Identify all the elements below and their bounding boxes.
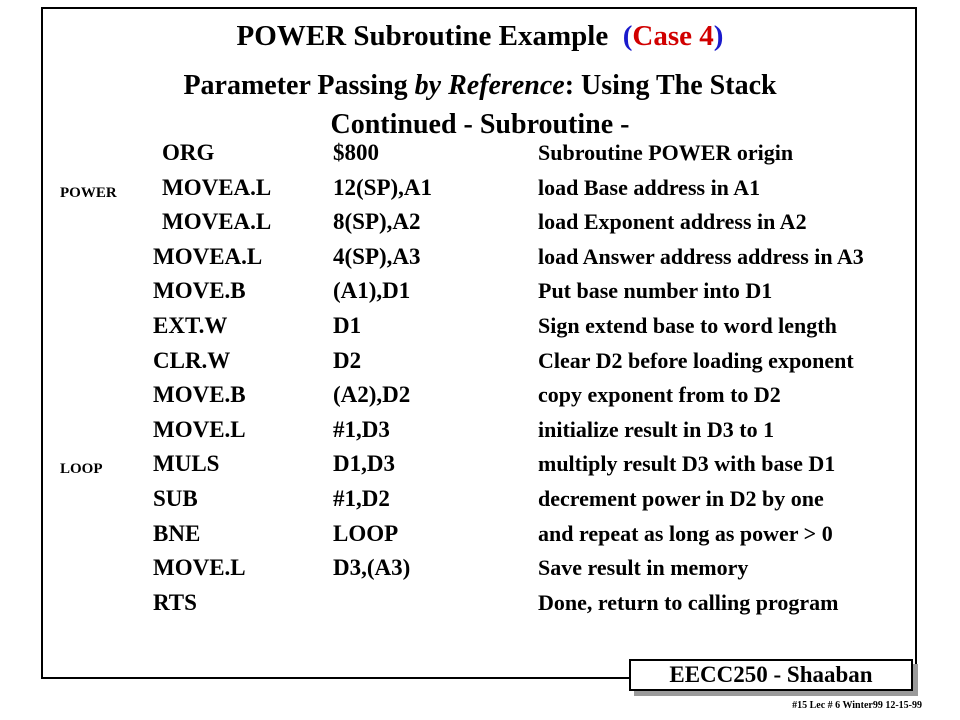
code-operand: D1 — [333, 313, 362, 338]
case-label: Case 4 — [632, 20, 714, 52]
code-comment: Done, return to calling program — [538, 589, 839, 615]
code-instruction: MOVE.B — [153, 382, 246, 408]
code-operand: $800 — [333, 140, 379, 165]
code-operand: #1,D2 — [333, 486, 390, 511]
code-comment: Subroutine POWER origin — [538, 140, 794, 165]
code-comment: multiply result D3 with base D1 — [538, 451, 836, 477]
code-line: MOVEA.L 8(SP),A2 load Exponent address in … — [0, 209, 960, 243]
code-line: MOVE.L #1,D3 initialize result in D3 to 1 — [0, 417, 960, 451]
code-line: ORG $800 Subroutine POWER origin — [0, 140, 960, 174]
code-comment: copy exponent from to D2 — [538, 382, 781, 408]
code-operand: 4(SP),A3 — [333, 243, 421, 269]
code-instruction: MOVE.L — [153, 555, 246, 581]
code-operand: #1,D3 — [333, 416, 390, 442]
code-line: BNE LOOP and repeat as long as power > 0 — [0, 521, 960, 555]
code-instruction: BNE — [153, 520, 201, 546]
code-comment: decrement power in D2 by one — [538, 486, 824, 511]
code-operand: (A1),D1 — [333, 278, 411, 304]
code-instruction: RTS — [153, 589, 197, 615]
code-label: POWER — [60, 184, 117, 201]
code-instruction: MOVE.B — [153, 278, 246, 304]
code-operand: 8(SP),A2 — [333, 209, 421, 235]
code-line: MOVE.L D3,(A3) Save result in memory — [0, 555, 960, 589]
code-instruction: MOVE.L — [153, 416, 246, 442]
code-label: LOOP — [60, 461, 103, 478]
subtitle-part-b: by Reference — [414, 70, 565, 101]
code-instruction: ORG — [162, 140, 215, 165]
code-comment: Sign extend base to word length — [538, 313, 837, 338]
code-instruction: MULS — [153, 451, 220, 477]
code-instruction: MOVEA.L — [162, 174, 272, 200]
code-comment: and repeat as long as power > 0 — [538, 520, 833, 546]
code-line: MOVEA.L 4(SP),A3 load Answer address addre… — [0, 244, 960, 278]
code-line: SUB #1,D2 decrement power in D2 by one — [0, 486, 960, 520]
author-badge: EECC250 - Shaaban — [629, 659, 913, 691]
code-comment: load Exponent address in A2 — [538, 209, 807, 235]
slide-frame — [41, 7, 917, 679]
code-operand: LOOP — [333, 520, 399, 546]
code-comment: load Answer address address in A3 — [538, 243, 864, 269]
slide-footer: #15 Lec # 6 Winter99 12-15-99 — [792, 700, 922, 711]
code-line: RTS Done, return to calling program — [0, 590, 960, 624]
code-comment: Clear D2 before loading exponent — [538, 347, 854, 373]
slide-title: POWER Subroutine Example (Case 4) — [0, 20, 960, 53]
code-line: LOOP MULS D1,D3 multiply result D3 with bas… — [0, 451, 960, 485]
code-comment: initialize result in D3 to 1 — [538, 416, 775, 442]
code-line: MOVE.B (A1),D1 Put base number into D1 — [0, 278, 960, 312]
code-line: EXT.W D1 Sign extend base to word length — [0, 313, 960, 347]
code-instruction: EXT.W — [153, 313, 228, 338]
code-comment: Save result in memory — [538, 555, 749, 581]
code-instruction: CLR.W — [153, 347, 231, 373]
code-instruction: MOVEA.L — [153, 243, 263, 269]
code-comment: load Base address in A1 — [538, 174, 761, 200]
code-line: MOVE.B (A2),D2 copy exponent from to D2 — [0, 382, 960, 416]
code-comment: Put base number into D1 — [538, 278, 773, 304]
code-operand: D3,(A3) — [333, 555, 411, 581]
subtitle-continued: Continued - Subroutine - — [330, 109, 630, 140]
code-operand: D1,D3 — [333, 451, 395, 477]
case-paren-open: ( — [622, 20, 633, 52]
title-case: (Case 4) — [616, 20, 724, 52]
code-operand: D2 — [333, 347, 362, 373]
case-paren-close: ) — [713, 20, 724, 52]
subtitle-part-a: Parameter Passing — [183, 70, 408, 101]
code-operand: 12(SP),A1 — [333, 174, 433, 200]
code-instruction: SUB — [153, 486, 198, 511]
code-operand: (A2),D2 — [333, 382, 411, 408]
subtitle: Parameter Passing by Reference: Using Th… — [0, 70, 960, 102]
code-instruction: MOVEA.L — [162, 209, 272, 235]
code-line: CLR.W D2 Clear D2 before loading exponent — [0, 348, 960, 382]
code-line: POWER MOVEA.L 12(SP),A1 load Base address i… — [0, 175, 960, 209]
subtitle-part-c: : Using The Stack — [564, 70, 777, 101]
title-main: POWER Subroutine Example — [236, 20, 609, 52]
